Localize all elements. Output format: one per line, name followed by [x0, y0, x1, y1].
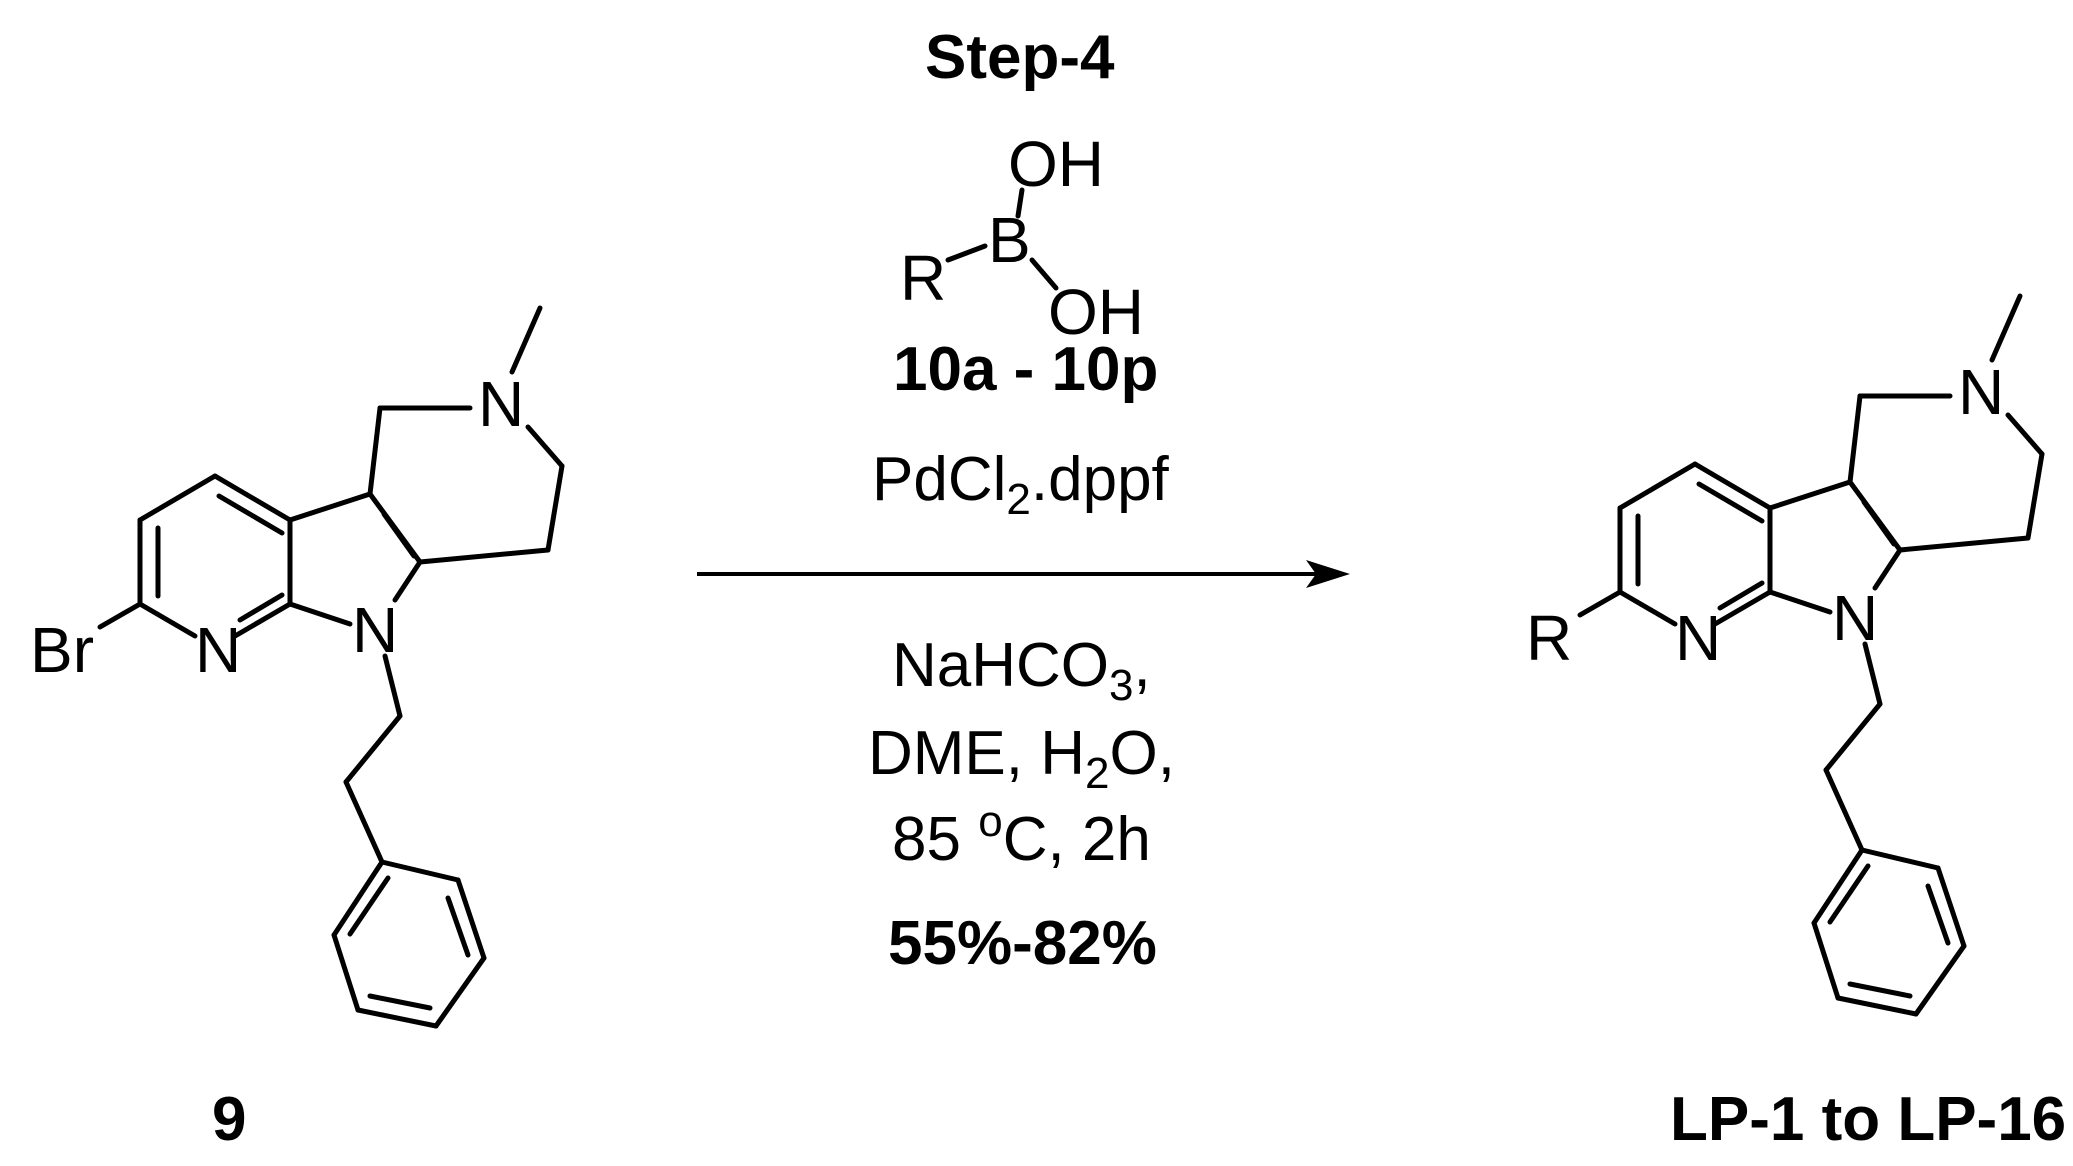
temperature-time-text: 85 oC, 2h [892, 797, 1151, 874]
step-label: Step-4 [925, 23, 1115, 92]
reactant-label: 9 [212, 1085, 246, 1154]
atom-boron: B [988, 204, 1031, 276]
atom-indole-nitrogen: N [352, 594, 398, 666]
product-r-group: R [1526, 602, 1572, 674]
reactant-structure [97, 305, 565, 1029]
product-atom-indole-nitrogen: N [1832, 582, 1878, 654]
catalyst-text: PdCl2.dppf [872, 445, 1170, 524]
solvent-text: DME, H2O, [868, 719, 1175, 798]
reaction-arrow [697, 560, 1350, 588]
atom-pyridine-nitrogen: N [195, 614, 241, 686]
atom-amine-nitrogen: N [478, 368, 524, 440]
product-atom-pyridine-nitrogen: N [1675, 602, 1721, 674]
boronic-r-group: R [900, 242, 946, 314]
boronic-acid-label: 10a - 10p [893, 335, 1158, 404]
yield-text: 55%-82% [888, 909, 1157, 978]
hydroxyl-bottom: OH [1048, 276, 1144, 348]
product-label: LP-1 to LP-16 [1670, 1085, 2066, 1154]
product-atom-amine-nitrogen: N [1958, 356, 2004, 428]
hydroxyl-top: OH [1008, 128, 1104, 200]
product-structure [1577, 293, 2045, 1017]
base-text: NaHCO3, [892, 631, 1151, 710]
boronic-acid-structure [945, 187, 1059, 291]
atom-bromine: Br [30, 614, 94, 686]
